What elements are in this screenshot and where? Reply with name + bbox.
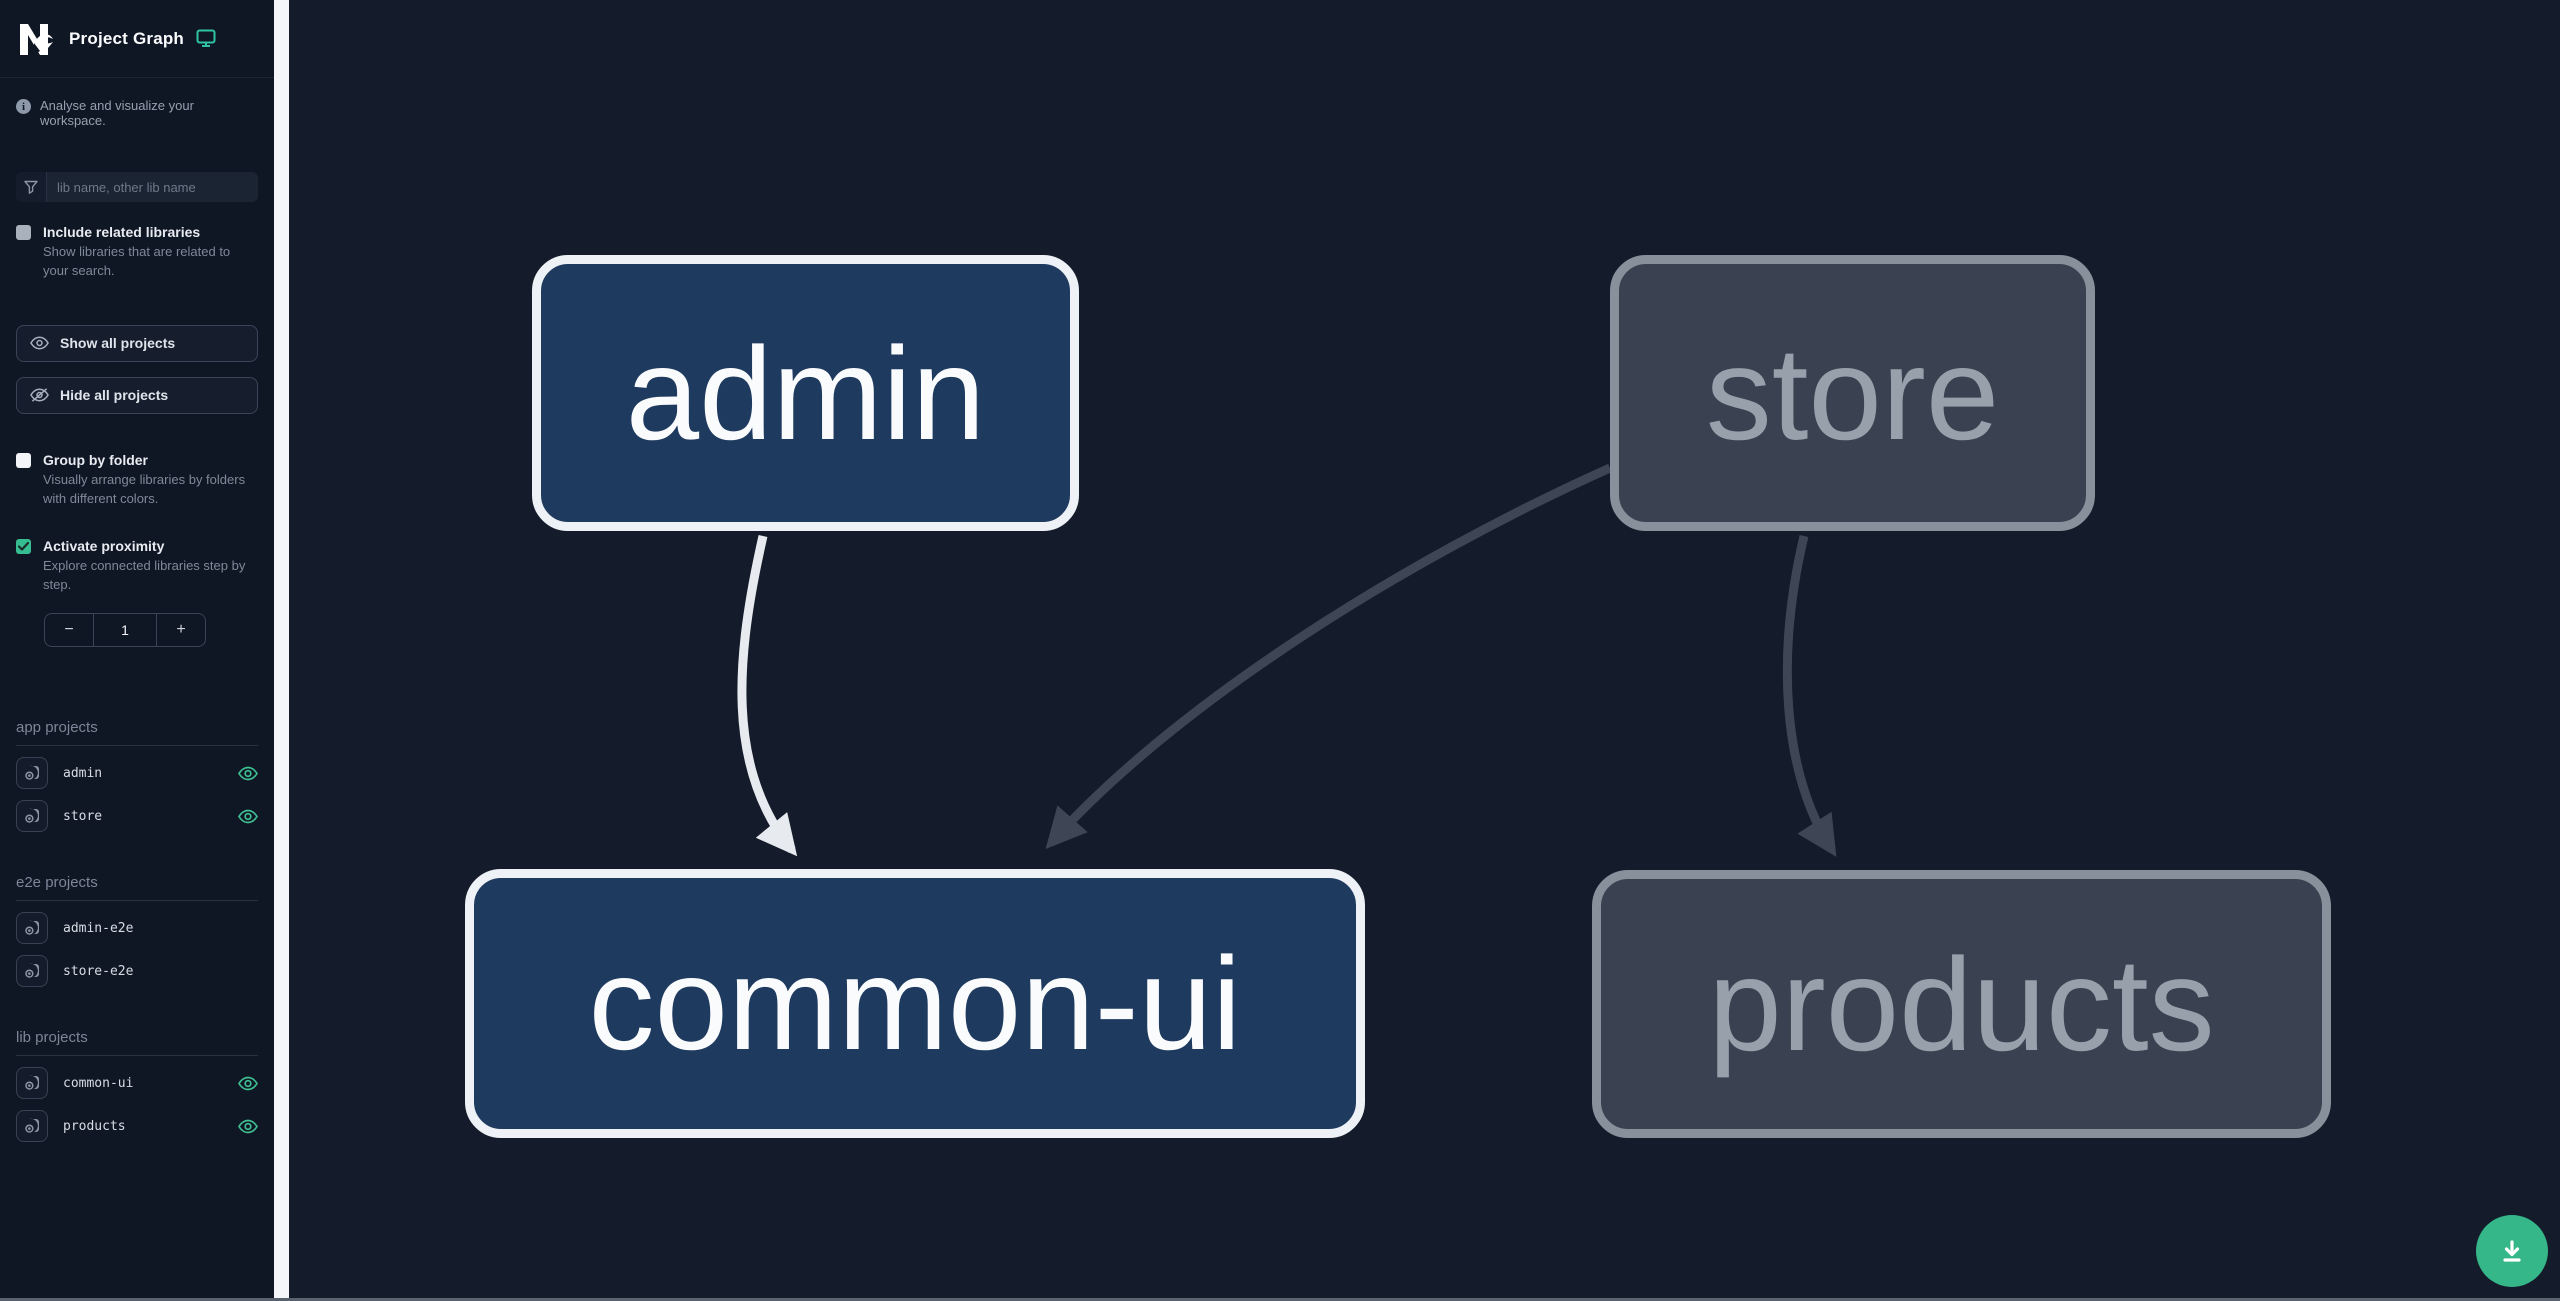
section-title: lib projects xyxy=(16,1029,258,1057)
focus-project-icon xyxy=(25,1075,39,1090)
checkbox-description: Visually arrange libraries by folders wi… xyxy=(43,471,246,506)
section-title: e2e projects xyxy=(16,874,258,902)
project-row-admin: admin xyxy=(16,757,258,790)
eye-slash-icon xyxy=(30,388,49,402)
sidebar-resizer-handle[interactable] xyxy=(274,0,289,1301)
include-related-checkbox-row[interactable]: Include related libraries xyxy=(16,224,258,240)
download-icon xyxy=(2503,1240,2521,1262)
focus-project-button[interactable] xyxy=(16,1110,48,1143)
eye-icon xyxy=(238,766,258,780)
project-row-common-ui: common-ui xyxy=(16,1067,258,1100)
project-row-store-e2e: store-e2e xyxy=(16,955,258,988)
edge-store-to-common-ui xyxy=(1045,463,1612,850)
project-row-products: products xyxy=(16,1110,258,1143)
decrement-button[interactable]: − xyxy=(45,614,93,646)
show-all-label: Show all projects xyxy=(60,335,176,352)
project-name: store xyxy=(63,808,103,824)
edge-admin-to-common-ui xyxy=(737,535,798,857)
checkbox-include-related[interactable] xyxy=(16,225,31,240)
graph-node-store[interactable]: store xyxy=(1610,255,2095,531)
checkbox-group-by-folder[interactable] xyxy=(16,452,31,468)
checkbox-label: Group by folder xyxy=(43,451,148,468)
focus-project-icon xyxy=(25,765,39,780)
checkbox-description: Show libraries that are related to your … xyxy=(43,244,231,278)
page-title: Project Graph xyxy=(69,28,185,48)
graph-node-common-ui[interactable]: common-ui xyxy=(465,869,1365,1138)
proximity-value: 1 xyxy=(93,614,157,647)
graph-edges xyxy=(737,463,1837,857)
tagline-row: i Analyse and visualize your workspace. xyxy=(16,98,258,128)
hide-all-projects-button[interactable]: Hide all projects xyxy=(16,376,258,414)
graph-canvas[interactable]: admin store common-ui products xyxy=(289,0,2560,1301)
filter-funnel-icon xyxy=(16,172,47,202)
focus-project-icon xyxy=(25,1118,39,1133)
checkbox-label: Include related libraries xyxy=(43,224,201,240)
project-name: products xyxy=(63,1118,126,1134)
checkbox-description: Explore connected libraries step by step… xyxy=(43,558,246,593)
focus-project-icon xyxy=(25,920,39,935)
eye-toggle-button[interactable] xyxy=(238,1076,258,1091)
focus-project-button[interactable] xyxy=(16,800,48,833)
eye-icon xyxy=(30,336,49,350)
focus-project-button[interactable] xyxy=(16,1067,48,1100)
focus-project-button[interactable] xyxy=(16,912,48,945)
project-name: common-ui xyxy=(63,1075,134,1091)
sidebar-header: Project Graph xyxy=(0,0,274,78)
node-label: store xyxy=(1705,319,2000,467)
hide-all-label: Hide all projects xyxy=(60,387,169,404)
monitor-icon xyxy=(196,29,216,48)
checkbox-label: Activate proximity xyxy=(43,538,165,555)
download-image-button[interactable] xyxy=(2476,1215,2548,1287)
eye-icon xyxy=(238,809,258,823)
section-lib-projects: lib projects common-ui xyxy=(0,1029,274,1143)
eye-toggle-button[interactable] xyxy=(238,766,258,781)
eye-icon xyxy=(238,1076,258,1090)
proximity-stepper: − 1 + xyxy=(44,613,206,648)
edge-store-to-products xyxy=(1782,534,1837,857)
section-app-projects: app projects admin xyxy=(0,719,274,833)
node-label: admin xyxy=(625,319,986,467)
search-input[interactable] xyxy=(47,172,258,202)
focus-project-icon xyxy=(25,808,39,823)
tagline-text: Analyse and visualize your workspace. xyxy=(40,98,194,128)
check-icon xyxy=(18,542,29,551)
focus-project-button[interactable] xyxy=(16,955,48,988)
eye-toggle-button[interactable] xyxy=(238,809,258,824)
increment-button[interactable]: + xyxy=(157,614,205,646)
project-name: store-e2e xyxy=(63,963,134,979)
activate-proximity-checkbox-row[interactable]: Activate proximity xyxy=(16,538,258,555)
eye-icon xyxy=(238,1119,258,1133)
focus-project-icon xyxy=(25,963,39,978)
checkbox-activate-proximity[interactable] xyxy=(16,539,31,555)
section-title: app projects xyxy=(16,719,258,747)
info-icon: i xyxy=(16,99,31,114)
section-e2e-projects: e2e projects admin-e2e store-e2e xyxy=(0,874,274,988)
nx-logo-icon xyxy=(20,23,53,55)
node-label: common-ui xyxy=(588,930,1242,1077)
graph-node-admin[interactable]: admin xyxy=(532,255,1079,531)
filter-box xyxy=(16,172,258,202)
project-row-store: store xyxy=(16,800,258,833)
project-name: admin xyxy=(63,765,103,781)
focus-project-button[interactable] xyxy=(16,757,48,790)
graph-node-products[interactable]: products xyxy=(1592,870,2331,1138)
group-by-folder-checkbox-row[interactable]: Group by folder xyxy=(16,452,258,468)
project-name: admin-e2e xyxy=(63,920,134,936)
show-all-projects-button[interactable]: Show all projects xyxy=(16,324,258,362)
eye-toggle-button[interactable] xyxy=(238,1119,258,1134)
node-label: products xyxy=(1708,930,2215,1078)
sidebar: Project Graph i Analyse and visualize yo… xyxy=(0,0,274,1301)
horizontal-scrollbar-track[interactable] xyxy=(0,1298,2560,1301)
project-row-admin-e2e: admin-e2e xyxy=(16,912,258,945)
